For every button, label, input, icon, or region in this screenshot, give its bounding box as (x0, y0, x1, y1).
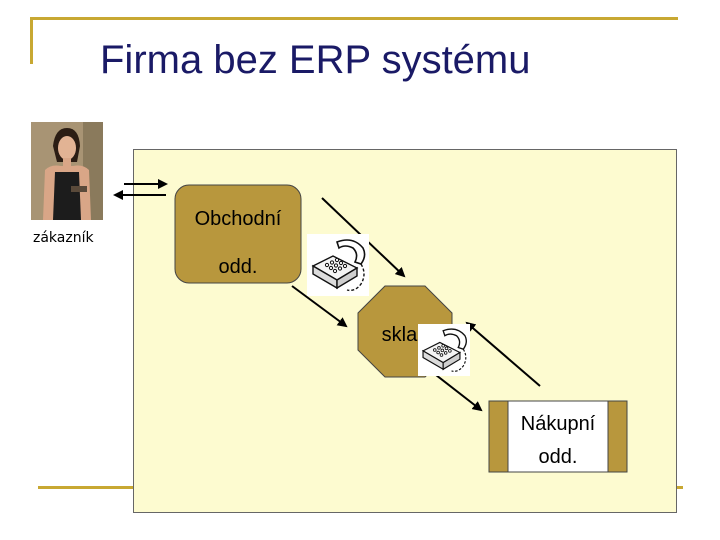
purchasing-department-label-2: odd. (538, 446, 578, 468)
sales-department-label-2: odd. (218, 256, 258, 278)
customer-caption: zákazník (33, 230, 94, 246)
customer-photo (31, 122, 103, 220)
customer-figure (31, 122, 103, 220)
sales-department-label-1: Obchodní (194, 208, 282, 230)
arrow-sales-warehouse (291, 285, 348, 328)
accent-left-bar (30, 17, 33, 64)
sales-department-node (174, 184, 302, 284)
telephone-icon (418, 324, 470, 376)
slide-title: Firma bez ERP systému (100, 38, 531, 82)
purchasing-inner-panel (507, 400, 609, 473)
arrow-purchasing-warehouse (465, 321, 541, 387)
warehouse-label: sklad (381, 324, 429, 346)
purchasing-department-label-1: Nákupní (520, 413, 596, 435)
telephone-icon (307, 234, 369, 296)
accent-top-line (30, 17, 678, 20)
